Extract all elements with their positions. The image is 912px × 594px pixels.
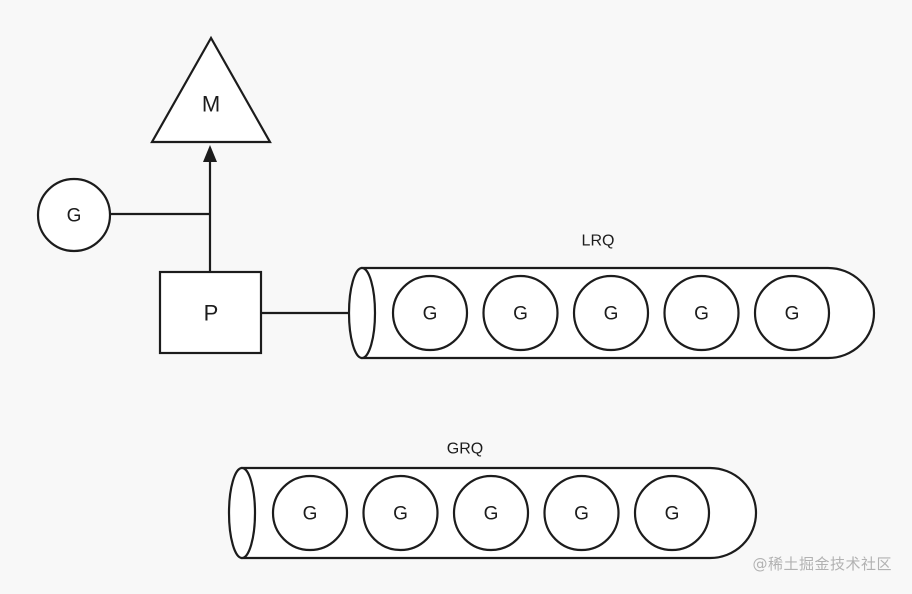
running-goroutine: G: [36, 177, 112, 253]
lrq-goroutine-label: G: [423, 304, 438, 325]
lrq-goroutine-label: G: [785, 304, 800, 325]
lrq-goroutine: [572, 274, 650, 352]
grq-goroutine: [271, 474, 349, 552]
grq-goroutine-label: G: [665, 504, 680, 525]
lrq-goroutine: [663, 274, 740, 352]
processor-node: P: [158, 270, 263, 355]
grq-goroutine: [543, 474, 620, 552]
machine-node: M: [150, 35, 272, 144]
lrq-goroutine: [753, 274, 831, 352]
grq-goroutine: [362, 474, 439, 552]
running-goroutine-label: G: [67, 206, 82, 227]
machine-label: M: [202, 92, 220, 117]
processor-label: P: [204, 301, 219, 326]
lrq-goroutine-label: G: [694, 304, 709, 325]
grq-goroutine: [452, 474, 530, 552]
lrq-goroutine: [482, 274, 559, 352]
watermark: @稀土掘金技术社区: [752, 555, 892, 573]
arrowhead-icon: [203, 145, 217, 162]
lrq-label: LRQ: [582, 233, 615, 250]
lrq-goroutine-label: G: [513, 304, 528, 325]
grq-goroutine-label: G: [484, 504, 499, 525]
grq-label: GRQ: [447, 441, 483, 458]
grq-goroutine-label: G: [393, 504, 408, 525]
grq-goroutine-label: G: [574, 504, 589, 525]
lrq-goroutine: [391, 274, 469, 352]
grq-goroutine-label: G: [303, 504, 318, 525]
grq-goroutine: [633, 474, 711, 552]
lrq-goroutine-label: G: [604, 304, 619, 325]
